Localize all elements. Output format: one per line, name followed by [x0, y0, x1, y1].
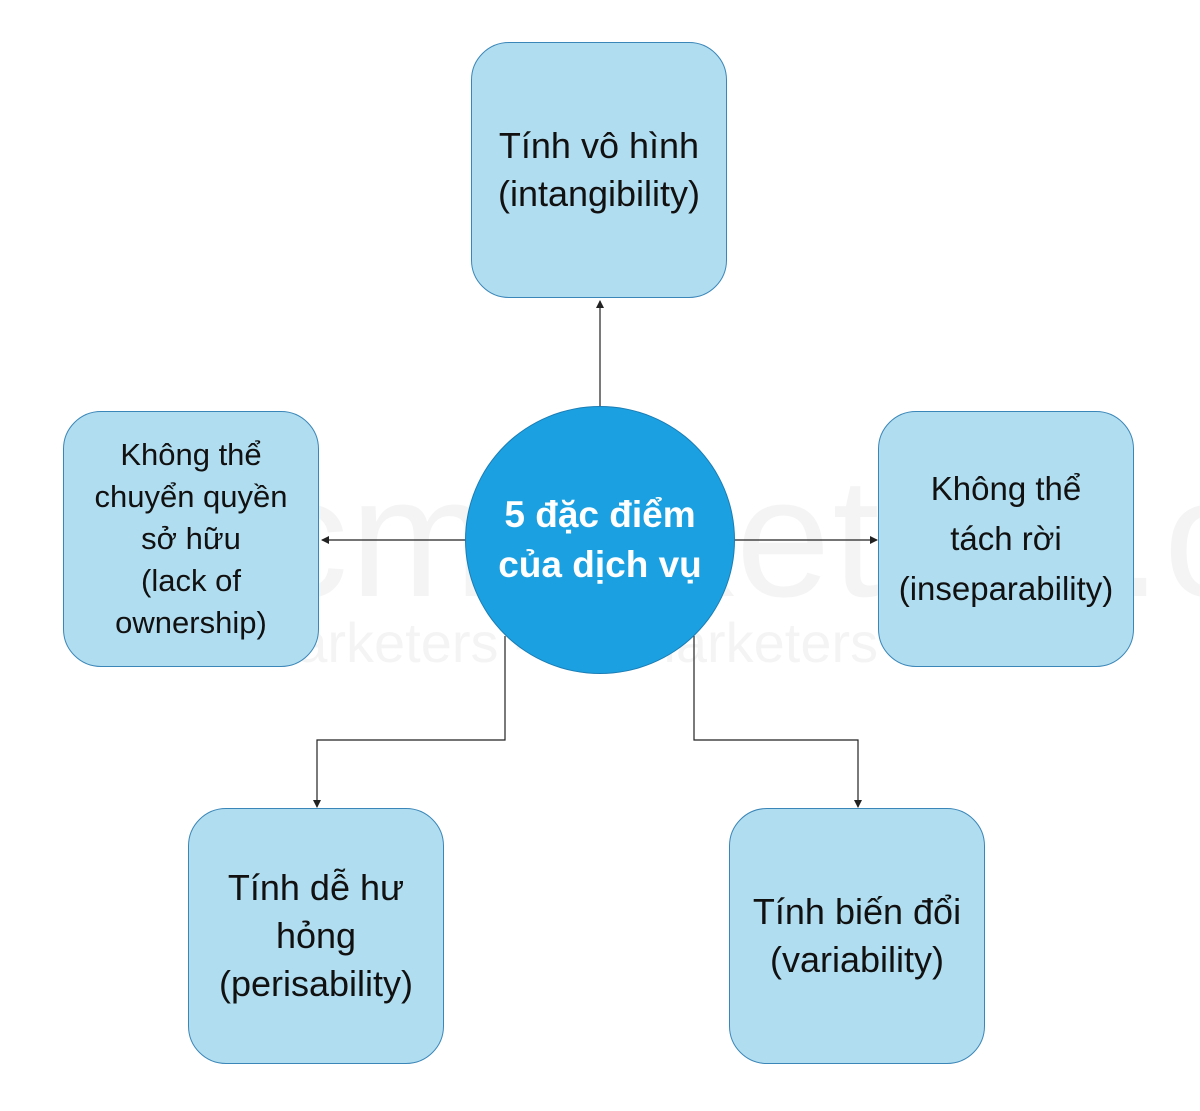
node-lack-of-ownership: Không thể chuyển quyền sở hữu (lack of o…: [63, 411, 319, 667]
node-inseparability: Không thể tách rời (inseparability): [878, 411, 1134, 667]
node-intangibility: Tính vô hình (intangibility): [471, 42, 727, 298]
node-label: Tính vô hình (intangibility): [497, 125, 701, 214]
center-circle: 5 đặc điểm của dịch vụ: [465, 406, 735, 674]
node-perishability: Tính dễ hư hỏng (perisability): [188, 808, 444, 1064]
arrow-to-bottom-left: [313, 636, 506, 808]
node-label: Tính dễ hư hỏng (perisability): [218, 867, 414, 1004]
arrow-to-bottom-right: [693, 636, 862, 808]
node-variability: Tính biến đổi (variability): [729, 808, 985, 1064]
node-label: Không thể tách rời (inseparability): [898, 470, 1114, 607]
center-label: 5 đặc điểm của dịch vụ: [498, 494, 702, 585]
node-label: Không thể chuyển quyền sở hữu (lack of o…: [94, 437, 288, 640]
node-label: Tính biến đổi (variability): [752, 891, 962, 980]
